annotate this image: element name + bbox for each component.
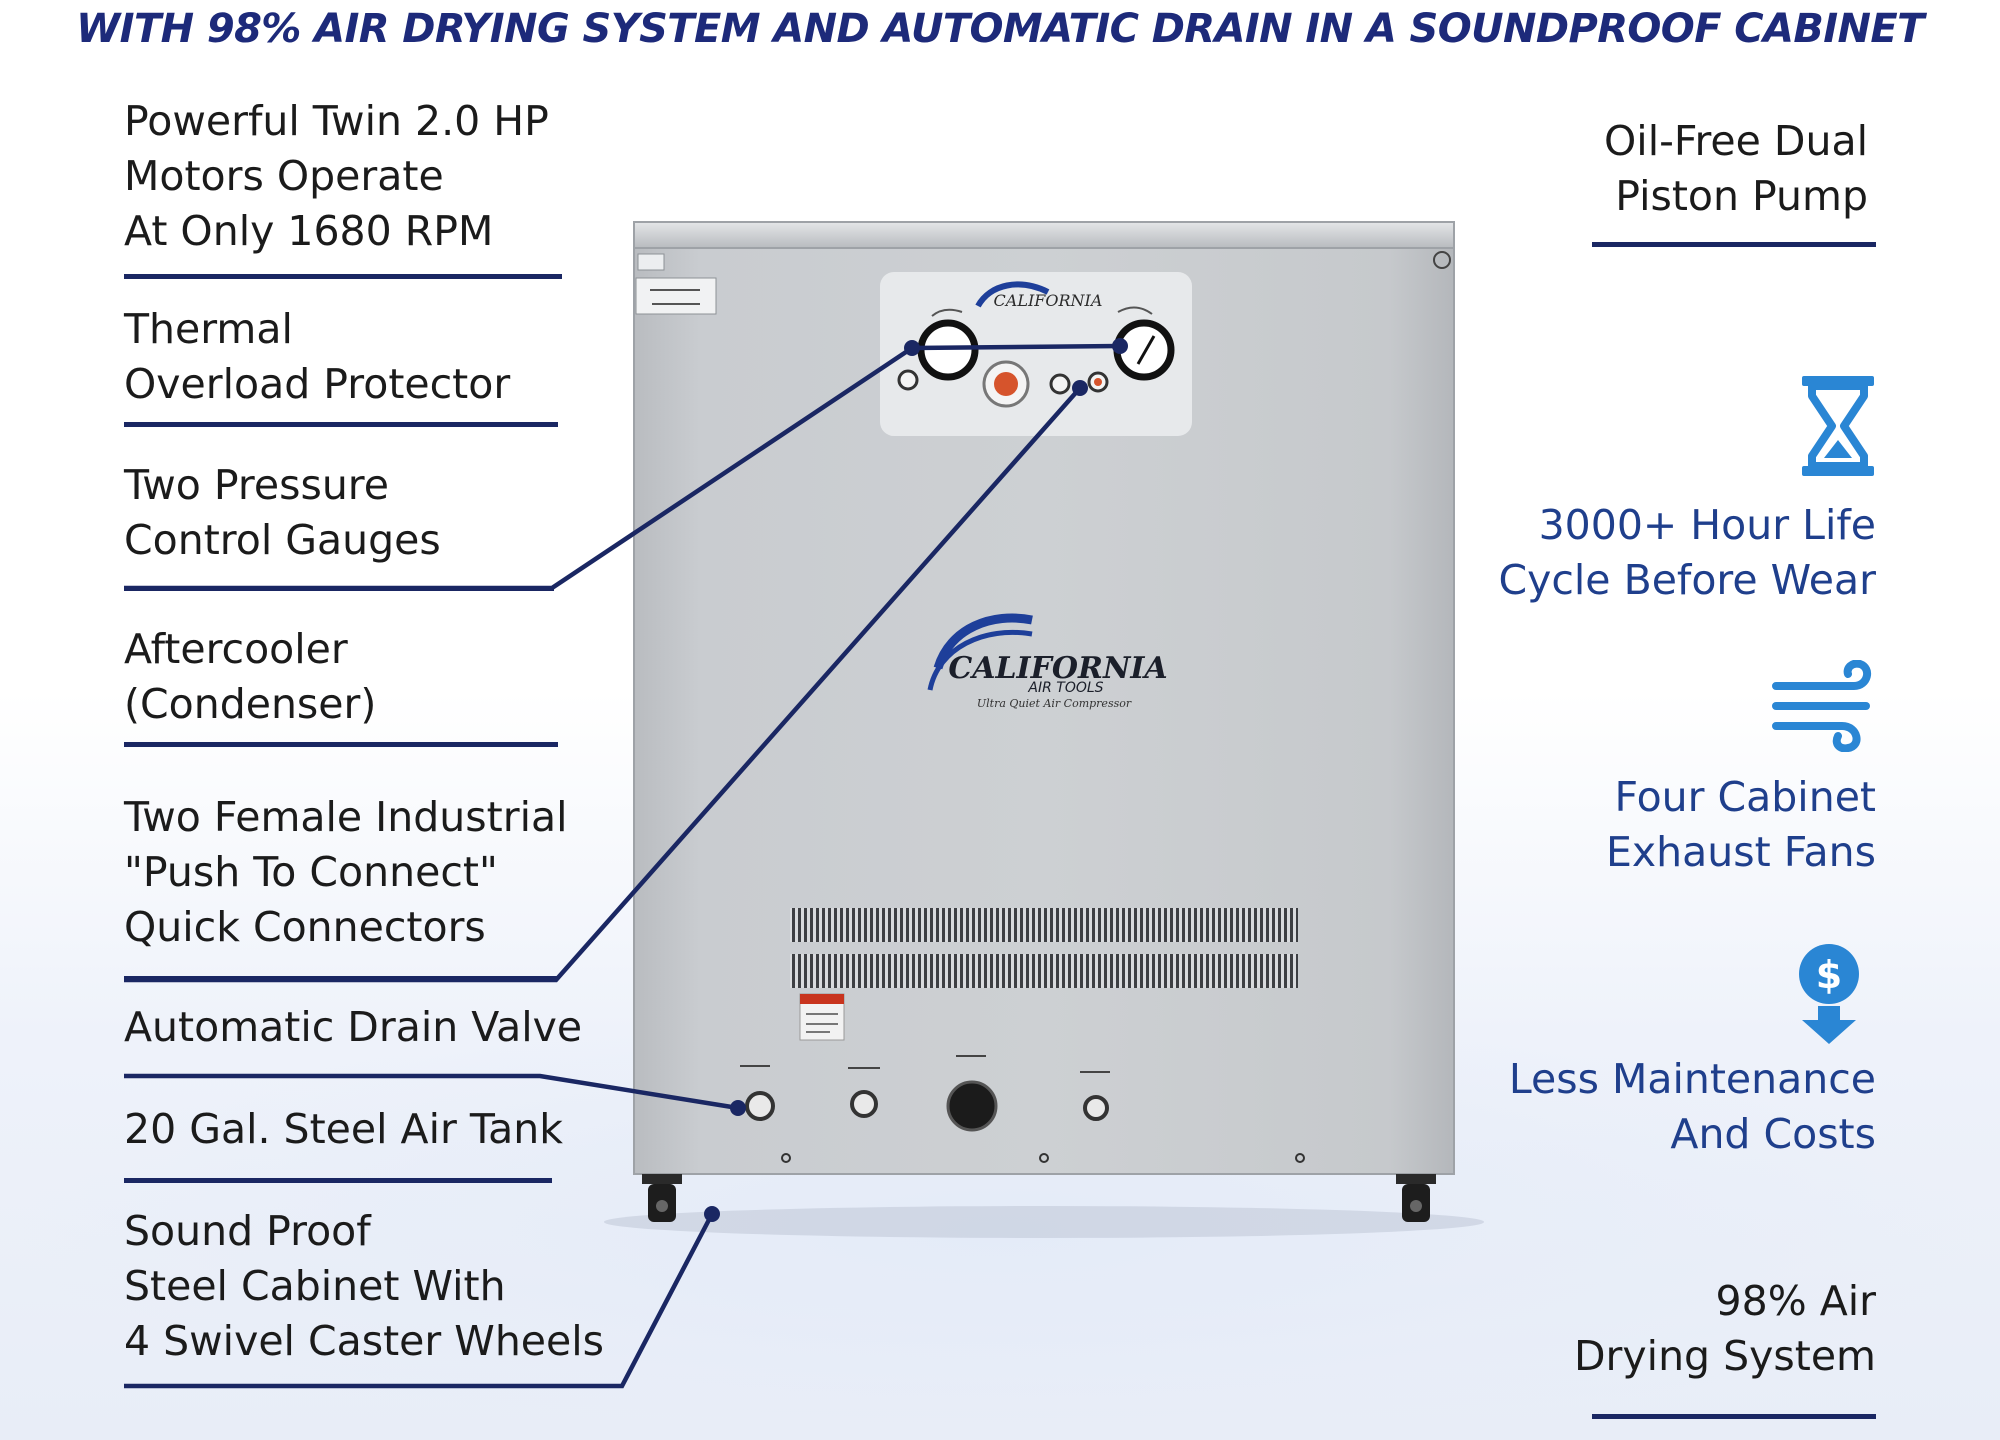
dollar-down-icon: $ bbox=[1799, 944, 1859, 1044]
feature-divider bbox=[124, 1178, 552, 1183]
feature-line: 4 Swivel Caster Wheels bbox=[124, 1317, 605, 1365]
screw bbox=[1433, 251, 1451, 269]
feature-line: Quick Connectors bbox=[124, 903, 486, 951]
feature-line: Overload Protector bbox=[124, 360, 511, 408]
regulator-knob bbox=[994, 372, 1018, 396]
feature-line: (Condenser) bbox=[124, 680, 377, 728]
feature-line: 98% Air bbox=[1715, 1277, 1876, 1325]
feature-line: Thermal bbox=[124, 305, 293, 353]
feature-lifecycle: 3000+ Hour Life Cycle Before Wear bbox=[1498, 498, 1876, 608]
feature-pump: Oil-Free Dual Piston Pump bbox=[1604, 114, 1868, 224]
floor-shadow bbox=[604, 1206, 1484, 1238]
feature-thermal: Thermal Overload Protector bbox=[124, 302, 510, 412]
control-panel bbox=[880, 272, 1192, 436]
feature-motors: Powerful Twin 2.0 HP Motors Operate At O… bbox=[124, 94, 549, 259]
callout-dot bbox=[1072, 380, 1088, 396]
brand-swoosh bbox=[933, 613, 1033, 670]
feature-maintenance: Less Maintenance And Costs bbox=[1509, 1052, 1876, 1162]
brand-name: CALIFORNIA bbox=[948, 651, 1167, 686]
feature-line: Motors Operate bbox=[124, 152, 444, 200]
feature-cabinet: Sound Proof Steel Cabinet With 4 Swivel … bbox=[124, 1204, 604, 1369]
brand-swoosh bbox=[927, 629, 1033, 691]
gauge-arc bbox=[931, 308, 963, 317]
thermal-switch bbox=[897, 369, 919, 391]
feature-line: Aftercooler bbox=[124, 625, 348, 673]
feature-line: Exhaust Fans bbox=[1605, 828, 1876, 876]
warning-sticker bbox=[637, 253, 665, 271]
feature-divider bbox=[1592, 242, 1876, 247]
callout-dot bbox=[904, 340, 920, 356]
feature-divider bbox=[124, 422, 558, 427]
caster-wheel-left bbox=[642, 1174, 682, 1222]
feature-line: And Costs bbox=[1670, 1110, 1876, 1158]
hourglass-icon bbox=[1802, 376, 1874, 476]
spec-label bbox=[635, 277, 717, 315]
callout-dot bbox=[730, 1100, 746, 1116]
feature-tank: 20 Gal. Steel Air Tank bbox=[124, 1102, 563, 1157]
cabinet-lid bbox=[633, 221, 1455, 249]
feature-line: Automatic Drain Valve bbox=[124, 1003, 583, 1051]
bottom-fittings bbox=[740, 1055, 1305, 1163]
spec-label-lines bbox=[650, 289, 700, 305]
connector-core bbox=[1094, 378, 1102, 386]
feature-line: Two Pressure bbox=[124, 461, 389, 509]
feature-line: Control Gauges bbox=[124, 516, 441, 564]
feature-line: Sound Proof bbox=[124, 1207, 371, 1255]
panel-logo-text: CALIFORNIA bbox=[994, 291, 1103, 310]
feature-drain: Automatic Drain Valve bbox=[124, 1000, 582, 1055]
feature-line: Oil-Free Dual bbox=[1604, 117, 1868, 165]
feature-aftercooler: Aftercooler (Condenser) bbox=[124, 622, 376, 732]
feature-divider bbox=[1592, 1414, 1876, 1419]
feature-line: At Only 1680 RPM bbox=[124, 207, 494, 255]
headline: WITH 98% AIR DRYING SYSTEM AND AUTOMATIC… bbox=[76, 6, 1924, 52]
feature-line: Steel Cabinet With bbox=[124, 1262, 506, 1310]
feature-line: 3000+ Hour Life bbox=[1538, 501, 1876, 549]
exhaust-vent bbox=[790, 954, 1298, 988]
feature-drying: 98% Air Drying System bbox=[1574, 1274, 1876, 1384]
feature-fans: Four Cabinet Exhaust Fans bbox=[1606, 770, 1876, 880]
warning-label-lines bbox=[806, 1013, 838, 1033]
callout-lines bbox=[124, 343, 1121, 1389]
exhaust-vent bbox=[790, 908, 1298, 942]
feature-gauges: Two Pressure Control Gauges bbox=[124, 458, 441, 568]
brand-sub: AIR TOOLS bbox=[1027, 680, 1103, 696]
feature-divider bbox=[124, 742, 558, 747]
feature-line: Drying System bbox=[1573, 1332, 1876, 1380]
callout-dot bbox=[704, 1206, 720, 1222]
feature-line: Less Maintenance bbox=[1508, 1055, 1876, 1103]
feature-line: Two Female Industrial bbox=[124, 793, 568, 841]
feature-line: Four Cabinet bbox=[1614, 773, 1876, 821]
quick-connector bbox=[1049, 373, 1071, 395]
gauge-arc bbox=[1117, 306, 1153, 315]
gauge-needle bbox=[1136, 335, 1156, 365]
feature-line: Cycle Before Wear bbox=[1498, 556, 1876, 604]
caster-wheel-right bbox=[1396, 1174, 1436, 1222]
feature-line: 20 Gal. Steel Air Tank bbox=[124, 1105, 563, 1153]
feature-line: "Push To Connect" bbox=[124, 848, 498, 896]
feature-line: Piston Pump bbox=[1615, 172, 1868, 220]
wind-icon bbox=[1772, 660, 1872, 752]
brand-tagline: Ultra Quiet Air Compressor bbox=[977, 697, 1132, 710]
feature-connectors: Two Female Industrial "Push To Connect" … bbox=[124, 790, 567, 955]
warning-label-band bbox=[800, 994, 844, 1004]
panel-logo-swoosh bbox=[975, 281, 1050, 308]
callout-dot bbox=[1112, 338, 1128, 354]
feature-line: Powerful Twin 2.0 HP bbox=[124, 97, 549, 145]
feature-divider bbox=[124, 274, 562, 279]
svg-text:$: $ bbox=[1816, 953, 1842, 997]
